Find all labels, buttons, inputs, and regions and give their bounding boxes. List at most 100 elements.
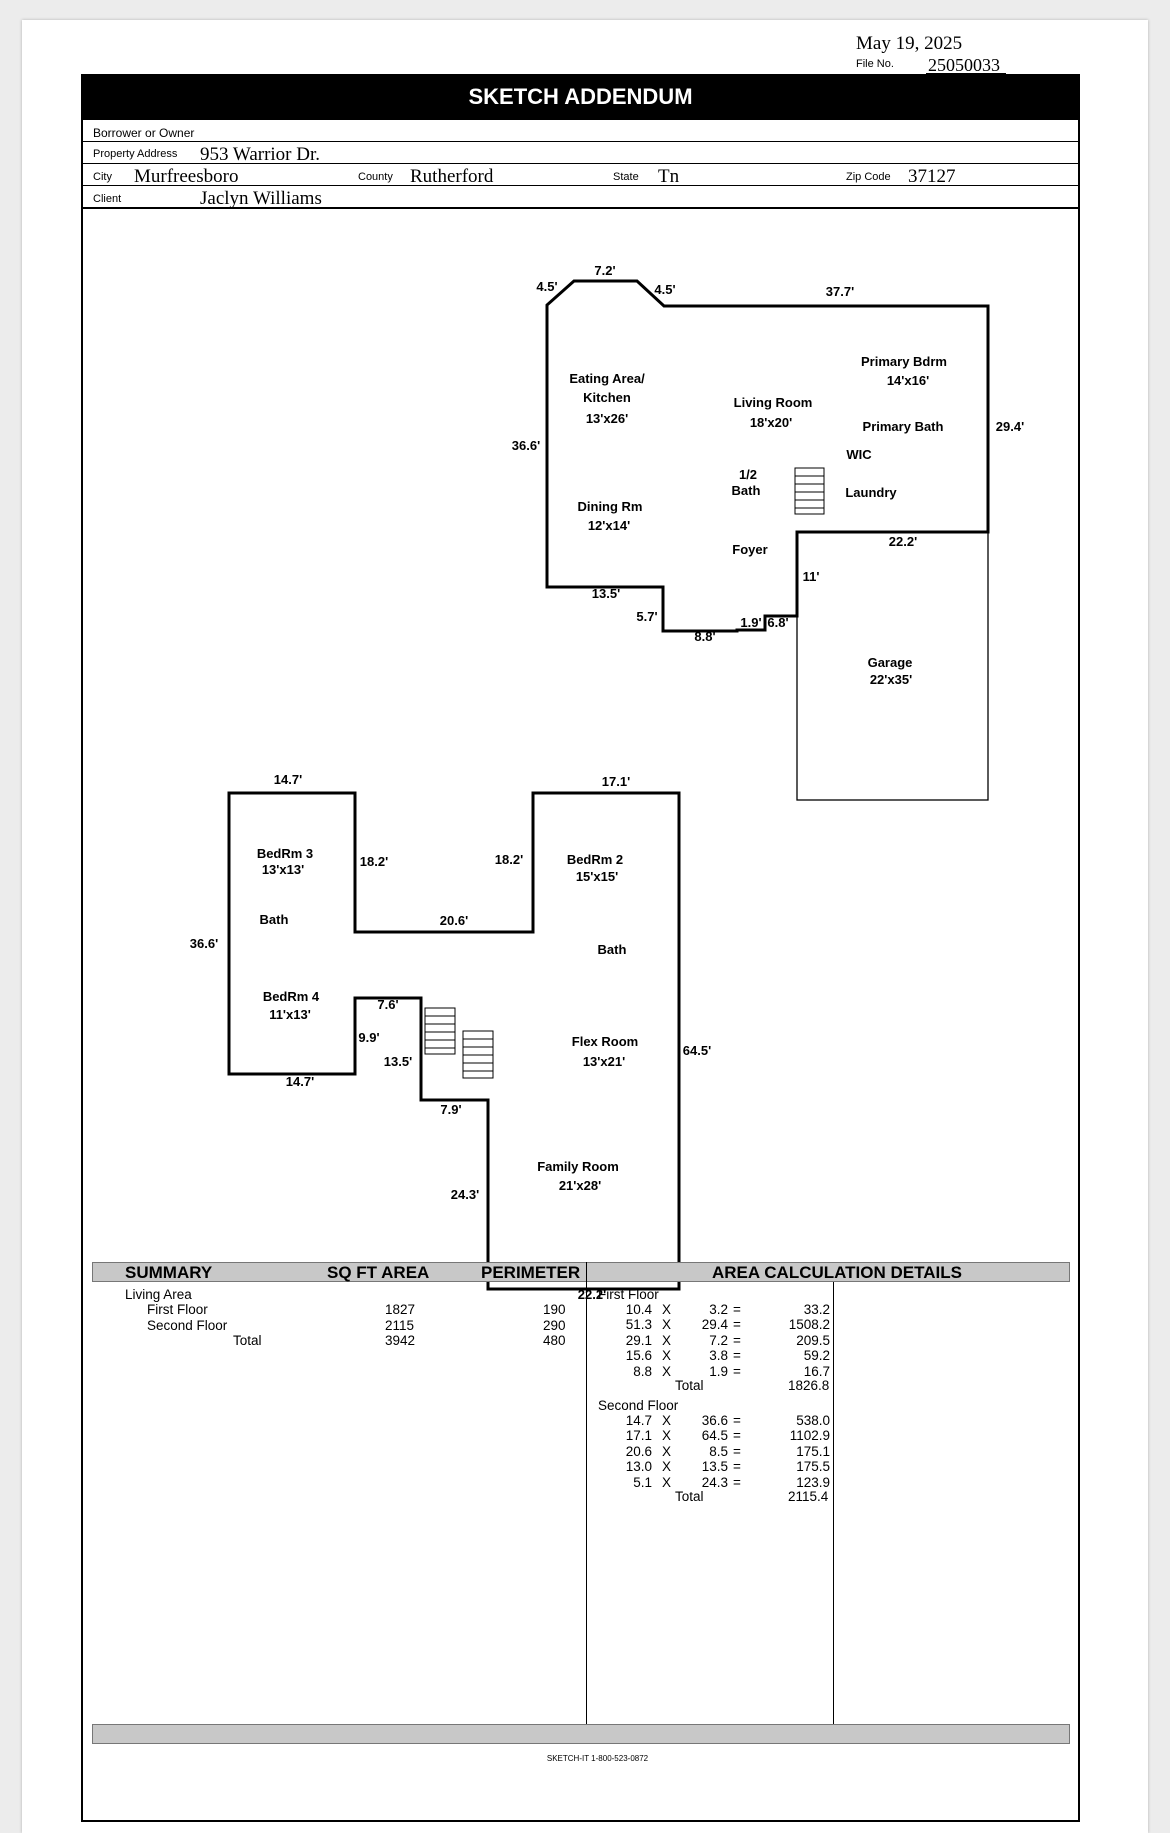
dimension-label: 29.4' [996, 419, 1024, 434]
first-floor-calc-label: First Floor [598, 1287, 659, 1302]
dimension-label: 8.8' [694, 629, 715, 644]
state-value: Tn [658, 166, 680, 187]
area-col-header: SQ FT AREA [327, 1263, 430, 1282]
city-label: City [93, 171, 112, 183]
dimension-label: 11' [803, 569, 820, 584]
room-label: WIC [846, 447, 872, 462]
calc-times: X [662, 1474, 672, 1490]
summary-row-perimeter: 190 [543, 1302, 566, 1317]
calc-factor-b: 29.4 [701, 1317, 728, 1333]
room-size: 13'x26' [586, 411, 628, 426]
county-label: County [358, 171, 393, 183]
dimension-label: 22.2' [889, 534, 917, 549]
calc-factor-b: 24.3 [701, 1474, 728, 1490]
calc-factor-a: 51.3 [625, 1317, 652, 1333]
room-size: 14'x16' [887, 373, 929, 388]
calc-equals: = [733, 1443, 741, 1459]
calc-result: 16.7 [803, 1363, 830, 1379]
calc-factor-a: 5.1 [633, 1474, 652, 1490]
column-divider [833, 1282, 834, 1724]
summary-col-header: SUMMARY [125, 1263, 213, 1282]
calc-factor-a: 14.7 [625, 1413, 652, 1428]
file-no-label: File No. [856, 58, 894, 70]
room-label: Eating Area/ [569, 371, 645, 386]
calc-times: X [662, 1443, 672, 1459]
summary-total-area: 3942 [385, 1333, 416, 1348]
calc-factor-b: 1.9 [709, 1363, 728, 1379]
garage-outline [796, 531, 989, 801]
calc-factor-a: 13.0 [625, 1459, 652, 1475]
calc-factor-b: 13.5 [701, 1459, 728, 1475]
second-floor-calc-total: 2115.4 [788, 1489, 829, 1504]
stairs-icon [794, 467, 825, 515]
second-floor-calc-label: Second Floor [598, 1398, 679, 1413]
room-label: Primary Bath [863, 419, 944, 434]
calc-factor-a: 15.6 [625, 1348, 652, 1364]
room-label: BedRm 4 [263, 989, 320, 1004]
calc-factor-a: 20.6 [625, 1443, 652, 1459]
second-floor-outline [227, 791, 681, 1291]
dimension-label: 13.5' [592, 586, 620, 601]
dimension-label: 7.6' [377, 997, 398, 1012]
client-label: Client [93, 193, 122, 205]
calc-factor-b: 3.2 [709, 1302, 728, 1317]
calc-equals: = [733, 1302, 741, 1317]
footer-credit: SKETCH-IT 1-800-523-0872 [546, 1754, 649, 1763]
calc-result: 1102.9 [789, 1428, 830, 1444]
room-label: Bath [732, 483, 761, 498]
summary-total-label: Total [233, 1333, 262, 1348]
calc-result: 538.0 [796, 1413, 830, 1428]
room-label: Bath [260, 912, 289, 927]
room-label: BedRm 3 [257, 846, 313, 861]
room-label: Kitchen [583, 390, 631, 405]
dimension-label: 1.9' [740, 615, 761, 630]
calc-equals: = [733, 1413, 741, 1428]
room-size: 21'x28' [559, 1178, 601, 1193]
dimension-label: 17.1' [602, 774, 630, 789]
summary-row-perimeter: 290 [543, 1318, 566, 1333]
zip-label: Zip Code [846, 171, 891, 183]
room-size: 13'x21' [583, 1054, 625, 1069]
county-value: Rutherford [410, 166, 494, 187]
room-size: 12'x14' [588, 518, 630, 533]
dimension-label: 14.7' [274, 772, 302, 787]
calc-times: X [662, 1363, 672, 1379]
details-col-header: AREA CALCULATION DETAILS [712, 1263, 962, 1282]
borrower-label: Borrower or Owner [93, 126, 195, 140]
address-label: Property Address [93, 148, 178, 160]
room-size: 13'x13' [262, 862, 304, 877]
file-no-value: 25050033 [928, 55, 1000, 75]
dimension-label: 13.5' [384, 1054, 412, 1069]
first-floor-calc-total: 1826.8 [788, 1378, 830, 1393]
room-size: 11'x13' [269, 1007, 311, 1022]
zip-value: 37127 [908, 166, 956, 187]
calc-times: X [662, 1302, 672, 1317]
calc-factor-b: 64.5 [701, 1428, 728, 1444]
room-label: BedRm 2 [567, 852, 623, 867]
dimension-label: 18.2' [495, 852, 523, 867]
room-label: 1/2 [739, 467, 757, 482]
calc-equals: = [733, 1317, 741, 1333]
calc-result: 33.2 [803, 1302, 830, 1317]
calc-times: X [662, 1348, 672, 1364]
dimension-label: 18.2' [360, 854, 388, 869]
dimension-label: 5.7' [636, 609, 657, 624]
calc-result: 59.2 [803, 1348, 830, 1364]
row-divider [81, 185, 1080, 186]
calc-equals: = [733, 1348, 741, 1364]
room-label: Dining Rm [578, 499, 643, 514]
client-value: Jaclyn Williams [200, 188, 322, 209]
dimension-label: 64.5' [683, 1043, 711, 1058]
calc-times: X [662, 1459, 672, 1475]
room-label: Flex Room [572, 1034, 638, 1049]
dimension-label: 37.7' [826, 284, 854, 299]
dimension-label: 7.9' [440, 1102, 461, 1117]
calc-result: 209.5 [796, 1332, 830, 1348]
first-floor-calc-total-label: Total [675, 1378, 704, 1393]
dimension-label: 36.6' [190, 936, 218, 951]
stairs-icon [462, 1030, 494, 1079]
calc-equals: = [733, 1363, 741, 1379]
row-divider [81, 163, 1080, 164]
calc-factor-a: 29.1 [625, 1332, 652, 1348]
living-area-label: Living Area [125, 1287, 192, 1302]
